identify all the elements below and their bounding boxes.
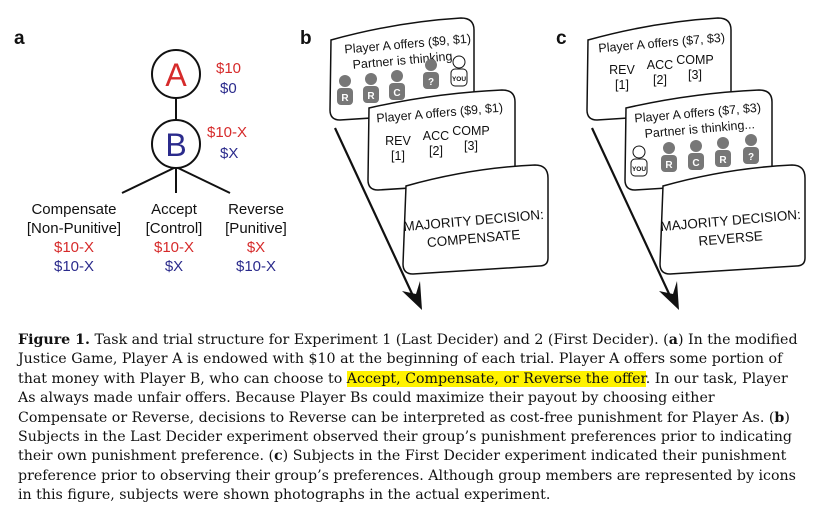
- person-icon: C: [688, 140, 704, 170]
- person-icon-letter: ?: [428, 77, 434, 88]
- option-payoff-a: $X: [247, 239, 265, 256]
- you-icon: YOU: [630, 145, 648, 177]
- caption-panel-ref: c: [274, 448, 283, 465]
- person-icon: R: [337, 75, 353, 105]
- option-reverse: Reverse [Punitive] $X $10-X: [225, 201, 287, 275]
- trial-screen-b3: MAJORITY DECISION: COMPENSATE: [402, 164, 549, 275]
- choice-key: [1]: [615, 78, 629, 92]
- option-payoff-a: $10-X: [154, 239, 194, 256]
- game-tree: A B $10 $0 $10-X $X Compensate [Non-Puni…: [27, 49, 287, 275]
- timeline-arrow-c: [591, 127, 679, 310]
- figure-1-illustration: a A B $10 $0 $10-X $X Compensate [Non-Pu…: [14, 17, 806, 310]
- option-type: [Control]: [146, 220, 203, 237]
- trial-screen-b1: Player A offers ($9, $1) Partner is thin…: [329, 17, 475, 121]
- option-type: [Non-Punitive]: [27, 220, 121, 237]
- player-b-amount-2: $X: [220, 145, 238, 162]
- player-a-amount-2: $0: [220, 80, 237, 97]
- person-icon-letter: R: [367, 91, 375, 102]
- player-a-node: [151, 49, 201, 99]
- option-name: Compensate: [31, 201, 116, 218]
- caption-highlight: Accept, Compensate, or Reverse the offer: [346, 370, 646, 387]
- player-b-node: [151, 119, 201, 169]
- option-payoff-a: $10-X: [54, 239, 94, 256]
- person-icon-letter: R: [665, 160, 673, 171]
- caption-text: ) Subjects in the Last Decider experimen…: [18, 409, 792, 465]
- option-payoff-b: $10-X: [54, 258, 94, 275]
- player-a-node-label: A: [165, 57, 187, 93]
- choice-key: [1]: [391, 149, 405, 163]
- option-type: [Punitive]: [225, 220, 287, 237]
- caption-panel-ref: b: [774, 409, 785, 426]
- you-icon-label: YOU: [632, 166, 646, 173]
- panel-c-label: c: [556, 28, 567, 49]
- option-compensate: Compensate [Non-Punitive] $10-X $10-X: [27, 201, 121, 275]
- person-icon: R: [363, 73, 379, 103]
- person-icon-letter: C: [692, 158, 699, 169]
- option-accept: Accept [Control] $10-X $X: [146, 201, 203, 275]
- option-payoff-b: $10-X: [236, 258, 276, 275]
- option-name: Reverse: [228, 201, 284, 218]
- choice-label: COMP: [676, 53, 714, 67]
- trial-screen-c3: MAJORITY DECISION: REVERSE: [659, 164, 806, 275]
- person-icon: C: [389, 70, 405, 100]
- choice-label: REV: [609, 63, 635, 77]
- trial-screen-c2: Player A offers ($7, $3) Partner is thin…: [624, 89, 773, 191]
- person-icon: ?: [423, 59, 439, 89]
- caption-panel-ref: a: [668, 332, 678, 348]
- you-icon: YOU: [450, 55, 468, 87]
- timeline-arrow-b: [334, 127, 422, 310]
- choice-label: ACC: [647, 58, 673, 72]
- panel-a-label: a: [14, 28, 25, 49]
- panel-b-label: b: [300, 28, 312, 49]
- person-icon-letter: C: [393, 88, 400, 99]
- majority-decision-value: REVERSE: [698, 228, 764, 249]
- caption-text: ) In the modified Justice Game, Player A…: [18, 332, 798, 387]
- person-icon: R: [715, 137, 731, 167]
- player-b-amount-1: $10-X: [207, 124, 247, 141]
- choice-key: [3]: [688, 68, 702, 82]
- option-name: Accept: [151, 201, 198, 218]
- person-icon: ?: [743, 134, 759, 164]
- person-icon-letter: ?: [748, 152, 754, 163]
- you-icon-label: YOU: [452, 76, 466, 83]
- caption-text: . In our task, Player As always made unf…: [18, 370, 788, 426]
- caption-text: Task and trial structure for Experiment …: [94, 332, 669, 348]
- person-icon-letter: R: [341, 93, 349, 104]
- player-b-node-label: B: [165, 127, 186, 163]
- choice-key: [3]: [464, 139, 478, 153]
- caption-label: Figure 1.: [18, 332, 90, 348]
- trial-screen-b2: Player A offers ($9, $1) REV ACC COMP [1…: [367, 89, 516, 191]
- choice-label: ACC: [423, 129, 449, 143]
- choice-label: COMP: [452, 124, 490, 138]
- figure-caption: Figure 1. Task and trial structure for E…: [18, 331, 803, 506]
- choice-key: [2]: [653, 73, 667, 87]
- player-a-amount-1: $10: [216, 60, 241, 77]
- option-payoff-b: $X: [165, 258, 183, 275]
- choice-label: REV: [385, 134, 411, 148]
- person-icon: R: [661, 142, 677, 172]
- caption-text: ) Subjects in the First Decider experime…: [18, 448, 796, 504]
- trial-screen-c1: Player A offers ($7, $3) REV ACC COMP [1…: [586, 17, 732, 121]
- choice-key: [2]: [429, 144, 443, 158]
- person-icon-letter: R: [719, 155, 727, 166]
